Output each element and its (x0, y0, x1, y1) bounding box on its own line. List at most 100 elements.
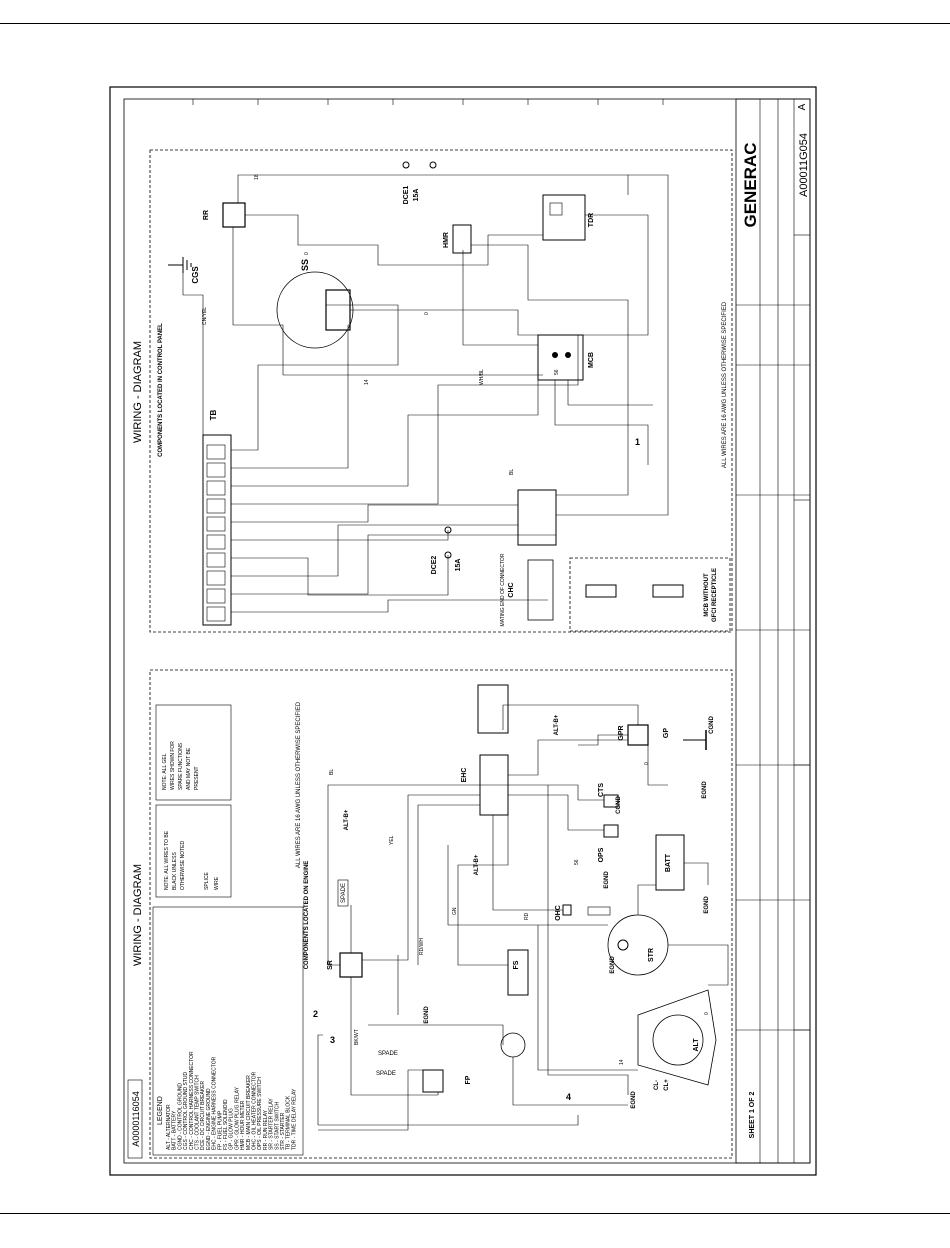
starter: STR (607, 914, 669, 976)
note-spare-line: WIRES SHOWN FOR (170, 741, 176, 790)
legend-lines-line: HMR - HOUR METER (240, 1100, 246, 1150)
svg-text:YEL: YEL (389, 835, 395, 845)
svg-text:18: 18 (254, 174, 260, 180)
svg-text:GP: GP (663, 728, 670, 738)
top-rule (0, 23, 950, 24)
svg-text:BATT: BATT (665, 853, 672, 872)
alt-b-label-3: ALT-B+ (554, 714, 560, 735)
fuel-solenoid: FS (500, 949, 529, 1058)
legend-lines-line: OPS - OIL PRESSURE SWITCH (257, 1077, 263, 1150)
hour-meter: HMR (443, 224, 472, 254)
svg-text:STR: STR (648, 948, 655, 962)
engine-wire-labels: BL YEL RD/WH GN BK/WT RD 56 14 0 0 (329, 762, 710, 1065)
legend-lines-line: FS - FUEL SOLENOID (223, 1099, 229, 1150)
wiring-diagram-sheet: GENERAC A00011G054 A A0000116054 SHEET 1… (108, 85, 818, 1177)
legend-lines-line: TDR - TIME DELAY RELAY (291, 1088, 297, 1150)
control-panel-side-note: ALL WIRES ARE 16 AWG UNLESS OTHERWISE SP… (722, 301, 728, 468)
note-spare-line: AND MAY NOT BE (186, 747, 192, 790)
main-circuit-breaker: MCB (537, 334, 595, 381)
svg-text:56: 56 (554, 369, 560, 375)
egnd-label-4: EGND (702, 781, 708, 799)
note-wire-line: BLACK UNLESS (172, 852, 178, 890)
svg-text:MATING END OF CONNECTOR: MATING END OF CONNECTOR (500, 553, 506, 626)
svg-text:CTS: CTS (598, 783, 605, 797)
svg-text:FP: FP (465, 1075, 472, 1084)
svg-text:BL: BL (329, 769, 335, 775)
svg-text:CHC: CHC (508, 582, 515, 597)
run-relay: RR (203, 202, 246, 228)
start-switch: SS (276, 259, 354, 349)
egnd-label-5: EGND (704, 896, 710, 914)
egnd-label-3: EGND (604, 871, 610, 889)
legend-lines-line: GP - GLOW PLUG (229, 1108, 235, 1150)
spade-label-2: SPADE (378, 1051, 398, 1057)
mcb-gfci-inset: MCB WITHOUT GFCI RECEPTICLE (569, 557, 731, 632)
svg-text:GN: GN (452, 907, 458, 915)
svg-text:CGS: CGS (191, 266, 200, 284)
cl-minus-label: CL- (654, 1080, 660, 1090)
terminal-block: TB (202, 409, 232, 626)
svg-text:0: 0 (304, 252, 310, 255)
control-panel-heading: WIRING - DIAGRAM (132, 341, 144, 443)
control-panel-subheading: COMPONENTS LOCATED IN CONTROL PANEL (158, 323, 164, 457)
svg-text:0: 0 (644, 762, 650, 765)
svg-text:WH/BL: WH/BL (479, 369, 485, 385)
svg-text:14: 14 (619, 1059, 625, 1065)
svg-text:FS: FS (513, 960, 520, 969)
bottom-rule (0, 1213, 950, 1214)
legend-lines-line: CGND - CONTROL GROUND (177, 1083, 183, 1150)
svg-text:TB: TB (209, 409, 218, 420)
alt-b-label-1: ALT-B+ (344, 809, 350, 830)
marker-1: 1 (635, 437, 640, 447)
svg-text:OPS: OPS (598, 847, 605, 862)
legend-lines-line: OHC - OIL HEATER CONNECTOR (252, 1071, 258, 1150)
svg-text:OHC: OHC (555, 905, 562, 921)
svg-text:ALT: ALT (693, 1038, 700, 1052)
breaker-dce2: DCE2 15A (431, 526, 462, 575)
note-splice-line: SPLICE (204, 872, 210, 890)
legend-lines-line: ALT - ALTERNATOR (166, 1104, 172, 1150)
drawing-number: A00011G054 (798, 133, 810, 197)
note-wire-line: NOTE: ALL WIRES TO BE (164, 830, 170, 890)
control-panel-wires (182, 174, 669, 613)
engine-side-note: ALL WIRES ARE 16 AWG UNLESS OTHERWISE SP… (296, 701, 302, 868)
svg-text:BL: BL (509, 469, 515, 475)
note-spare-line: NOTE: ALL GEL (162, 753, 168, 790)
cgnd-label-1: CGND (709, 716, 715, 734)
legend-lines-line: SR - STARTER RELAY (269, 1098, 275, 1150)
svg-text:0: 0 (424, 312, 430, 315)
brand-logo: GENERAC (741, 142, 760, 227)
engine-subheading: COMPONENTS LOCATED ON ENGINE (304, 861, 310, 970)
oil-pressure-switch: OPS (598, 824, 619, 862)
svg-text:RD: RD (524, 912, 530, 920)
svg-text:TDR: TDR (588, 213, 595, 227)
legend-lines-line: TB - TERMINAL BLOCK (286, 1095, 292, 1150)
svg-text:GFCI RECEPTICLE: GFCI RECEPTICLE (712, 568, 718, 622)
svg-text:LEGEND: LEGEND (157, 1096, 164, 1125)
engine-harness-connector: EHC (461, 684, 509, 816)
svg-text:EHC: EHC (461, 768, 468, 783)
legend-lines-line: CGS - CONTROL GROUND STUD (183, 1071, 189, 1150)
egnd-label-1: EGND (424, 1006, 430, 1024)
note-spare-line: PRESENT (194, 766, 200, 790)
svg-text:0: 0 (704, 1012, 710, 1015)
svg-text:56: 56 (574, 859, 580, 865)
legend-lines-line: STR - STARTER (280, 1112, 286, 1150)
oil-heater-connector: OHC (555, 904, 611, 921)
coolant-temp-switch: CTS (598, 783, 619, 808)
legend-lines-line: MCB - MAIN CIRCUIT BREAKER (246, 1075, 252, 1150)
note-wire-line: OTHERWISE NOTED (180, 841, 186, 890)
legend-lines-line: EGND - ENGINE GROUND (206, 1088, 212, 1150)
svg-text:GPR: GPR (618, 725, 625, 740)
glow-plug-relay: GPR GP (618, 724, 707, 750)
control-panel-boundary (149, 149, 733, 633)
marker-4: 4 (566, 1092, 571, 1102)
svg-text:DCE2: DCE2 (431, 556, 438, 575)
legend-lines-line: EHC - ENGINE HARNESS CONNECTOR (212, 1056, 218, 1150)
zone-ticks-top (192, 99, 664, 105)
svg-text:15A: 15A (455, 559, 462, 572)
engine-wires (317, 704, 729, 1131)
engine-boundary (149, 669, 733, 1159)
cl-plus-label: CL+ (664, 1079, 670, 1091)
